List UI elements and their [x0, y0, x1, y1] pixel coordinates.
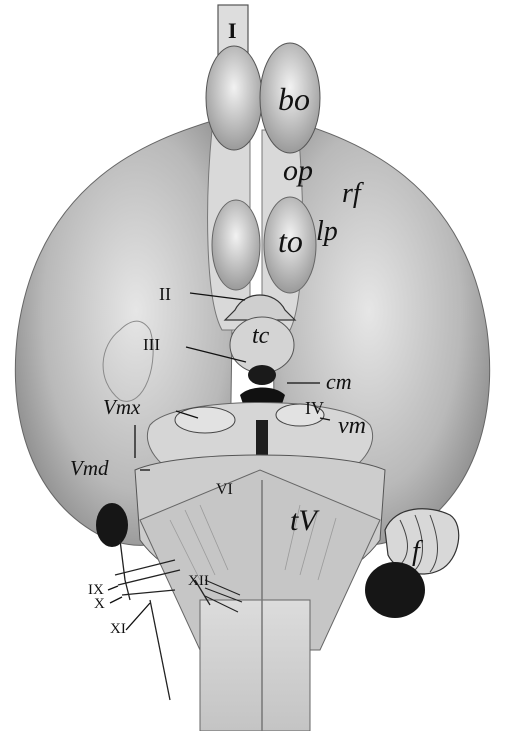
label-bo: bo: [278, 81, 310, 117]
hypophysis: [248, 365, 276, 385]
label-Vmx: Vmx: [103, 395, 141, 419]
label-III: III: [143, 335, 160, 354]
olfactory-bulb-left: [206, 46, 262, 150]
label-rf: rf: [342, 178, 364, 209]
label-I: I: [228, 18, 237, 43]
label-XI: XI: [110, 621, 126, 637]
label-XII: XII: [188, 573, 209, 589]
label-op: op: [283, 154, 313, 187]
label-tc: tc: [252, 323, 270, 349]
label-cm: cm: [326, 369, 352, 394]
dark-cavity-left: [96, 503, 128, 547]
spinal-cord: [200, 600, 310, 731]
olfactory-tract-left: [212, 200, 260, 290]
dark-cavity-right: [365, 562, 425, 618]
label-II: II: [159, 284, 171, 304]
label-IV: IV: [305, 398, 324, 418]
label-to: to: [278, 223, 303, 259]
maxillary-nerve-root: [175, 407, 235, 433]
label-X: X: [94, 596, 105, 612]
label-VI: VI: [216, 481, 233, 498]
label-vm: vm: [338, 413, 366, 439]
label-lp: lp: [316, 216, 338, 247]
label-Vmd: Vmd: [70, 456, 109, 480]
label-tV: tV: [290, 504, 320, 537]
